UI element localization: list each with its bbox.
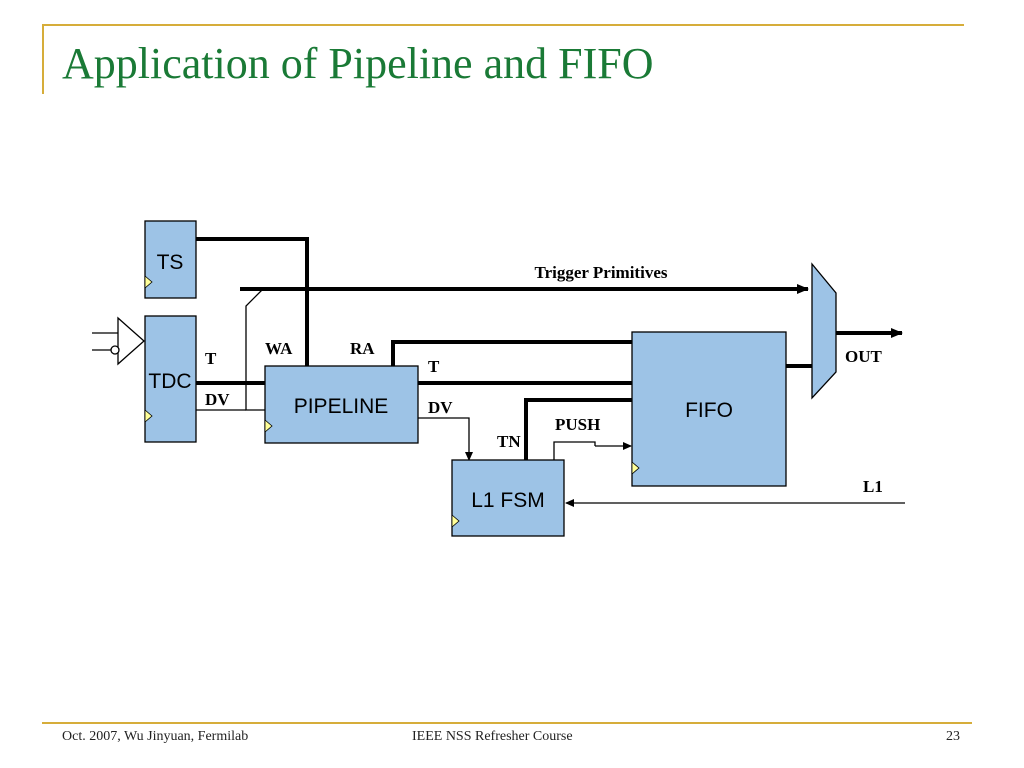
tdc-dv-label: DV: [205, 390, 230, 409]
footer-author: Oct. 2007, Wu Jinyuan, Fermilab: [62, 729, 249, 744]
footer-course: IEEE NSS Refresher Course: [412, 729, 573, 744]
l1fsm-block: [451, 459, 565, 537]
ts-clock-icon: [144, 275, 153, 289]
footer-page-number: 23: [946, 729, 960, 744]
fifo-clock-icon: [631, 461, 640, 475]
l1-label: L1: [863, 477, 883, 496]
pipeline-dv-to-fsm-wire: [418, 417, 473, 461]
out-label: OUT: [845, 347, 883, 366]
fifo-t-label: T: [428, 357, 440, 376]
ts-block-label: TS: [157, 251, 184, 274]
tdc-dv-branch-wire: [245, 288, 266, 411]
tdc-clock-icon: [144, 409, 153, 423]
thin-wires: [92, 288, 905, 507]
l1fsm-clock-icon: [451, 514, 460, 528]
fifo-block-label: FIFO: [685, 399, 733, 422]
trigger-primitives-label: Trigger Primitives: [535, 263, 668, 282]
signal-labels: Trigger Primitives T DV WA RA T DV PUSH …: [205, 263, 883, 496]
pipeline-clock-icon: [264, 419, 273, 433]
tn-wire: [524, 398, 632, 460]
l1fsm-block-label: L1 FSM: [471, 489, 545, 512]
output-mux-block: [811, 262, 837, 400]
pipeline-block-label: PIPELINE: [294, 395, 389, 418]
pipeline-dv-label: DV: [428, 398, 453, 417]
tdc-block: [144, 315, 197, 443]
title-frame-left: [42, 24, 44, 94]
title-frame-top: [42, 24, 964, 26]
thick-wires: [196, 237, 903, 460]
wa-label: WA: [265, 339, 293, 358]
fifo-block: [631, 331, 787, 487]
ra-wire: [391, 340, 632, 366]
input-buffer-bubble: [110, 345, 120, 355]
slide-title: Application of Pipeline and FIFO: [62, 39, 654, 88]
tdc-t-label: T: [205, 349, 217, 368]
push-wire: [553, 441, 596, 473]
ts-to-pipeline-wa-wire: [196, 237, 309, 366]
tn-label: TN: [497, 432, 521, 451]
tdc-block-label: TDC: [148, 370, 191, 393]
input-buffer-triangle: [117, 316, 145, 366]
pipeline-block: [264, 365, 419, 444]
ra-label: RA: [350, 339, 375, 358]
footer-divider: [42, 722, 972, 724]
push-label: PUSH: [555, 415, 600, 434]
ts-block: [144, 220, 197, 299]
